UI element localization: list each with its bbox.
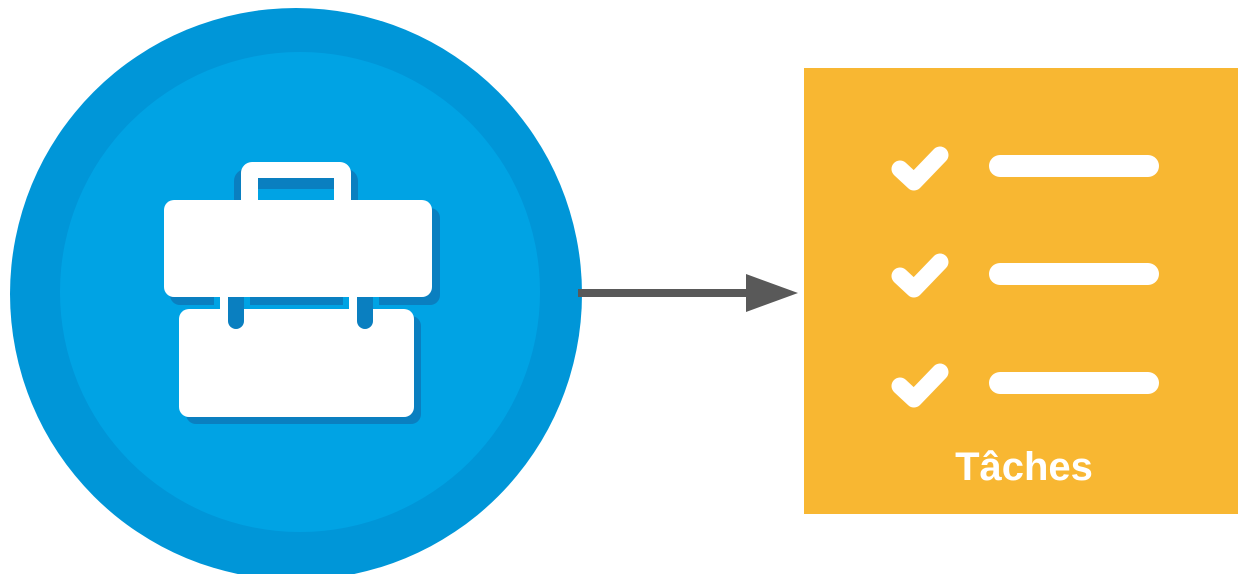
briefcase-icon	[164, 162, 440, 424]
tasks-card	[804, 68, 1238, 514]
checklist-icon	[891, 146, 1159, 408]
work-to-tasks-arrow	[578, 274, 798, 312]
check-icon	[891, 363, 949, 408]
arrowhead	[746, 274, 798, 312]
check-icon	[891, 253, 949, 298]
checklist-item	[891, 146, 1159, 191]
tasks-node: Tâches	[804, 68, 1238, 514]
checklist-item	[891, 253, 1159, 298]
work-node	[10, 8, 582, 574]
check-icon	[891, 146, 949, 191]
checklist-item	[891, 363, 1159, 408]
tasks-label: Tâches	[955, 445, 1093, 489]
